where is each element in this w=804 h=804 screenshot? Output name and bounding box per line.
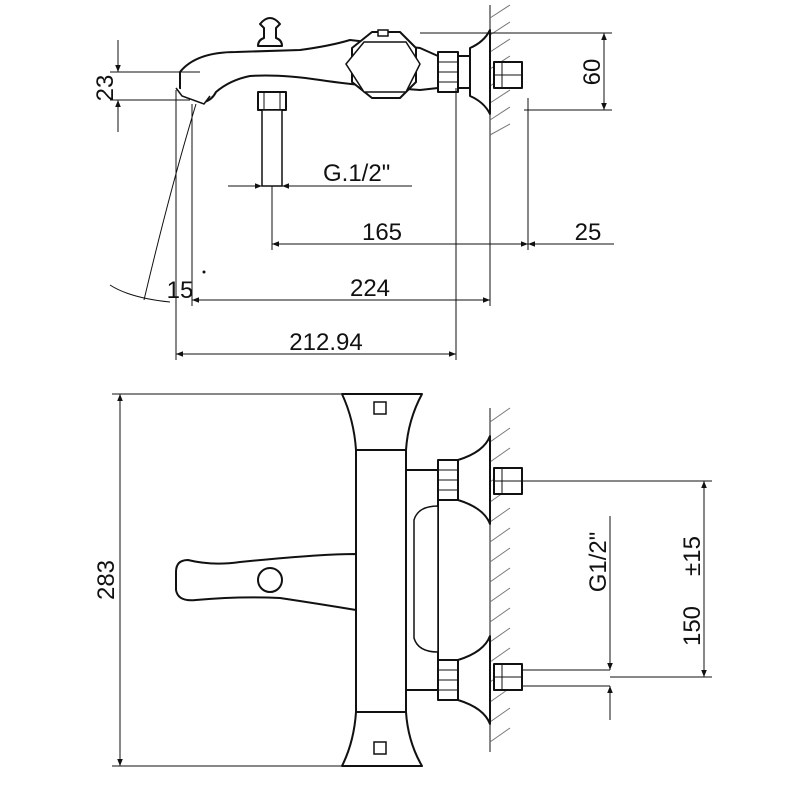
- spray-line: [143, 103, 197, 301]
- top-handle: [341, 393, 423, 451]
- hose-pipe-top: [261, 109, 283, 187]
- wall-hatch-front: [489, 407, 511, 752]
- rear-housing-inner: [413, 505, 439, 653]
- dim-224: 224: [350, 275, 390, 302]
- upper-flange-front: [457, 435, 491, 525]
- lower-flange-front: [457, 635, 491, 725]
- wall-flange-top: [469, 29, 491, 115]
- dim-60: 60: [579, 59, 606, 86]
- hex-screw: [377, 29, 389, 37]
- dim-15: 15: [167, 277, 194, 304]
- dim-212-94: 212.94: [289, 329, 362, 356]
- dim-23: 23: [92, 75, 119, 102]
- angle-arc: [109, 284, 171, 303]
- top-handle-screw: [373, 401, 387, 415]
- top-view: 23 60 G.1/2" 165 25 15 224 212.94: [92, 4, 614, 360]
- dim-150: 150: [679, 606, 706, 646]
- diverter-knob-front: [257, 567, 283, 593]
- hose-nut-top: [257, 91, 287, 111]
- dim-165: 165: [362, 219, 402, 246]
- bottom-handle: [341, 711, 423, 767]
- thermostatic-body: [355, 449, 407, 713]
- dim-283: 283: [93, 560, 120, 600]
- dim-g12-side: G1/2": [585, 532, 612, 593]
- spout-tip: [175, 87, 211, 105]
- dim-25: 25: [575, 219, 602, 246]
- dim-g12-top: G.1/2": [323, 160, 390, 187]
- front-view: 283 G1/2" 150 ±15: [93, 393, 712, 767]
- hex-face: [345, 41, 421, 93]
- eccentric-top: [457, 55, 471, 89]
- diverter-knob: [257, 17, 283, 47]
- bottom-handle-screw: [373, 741, 387, 755]
- dim-tolerance: ±15: [679, 536, 706, 576]
